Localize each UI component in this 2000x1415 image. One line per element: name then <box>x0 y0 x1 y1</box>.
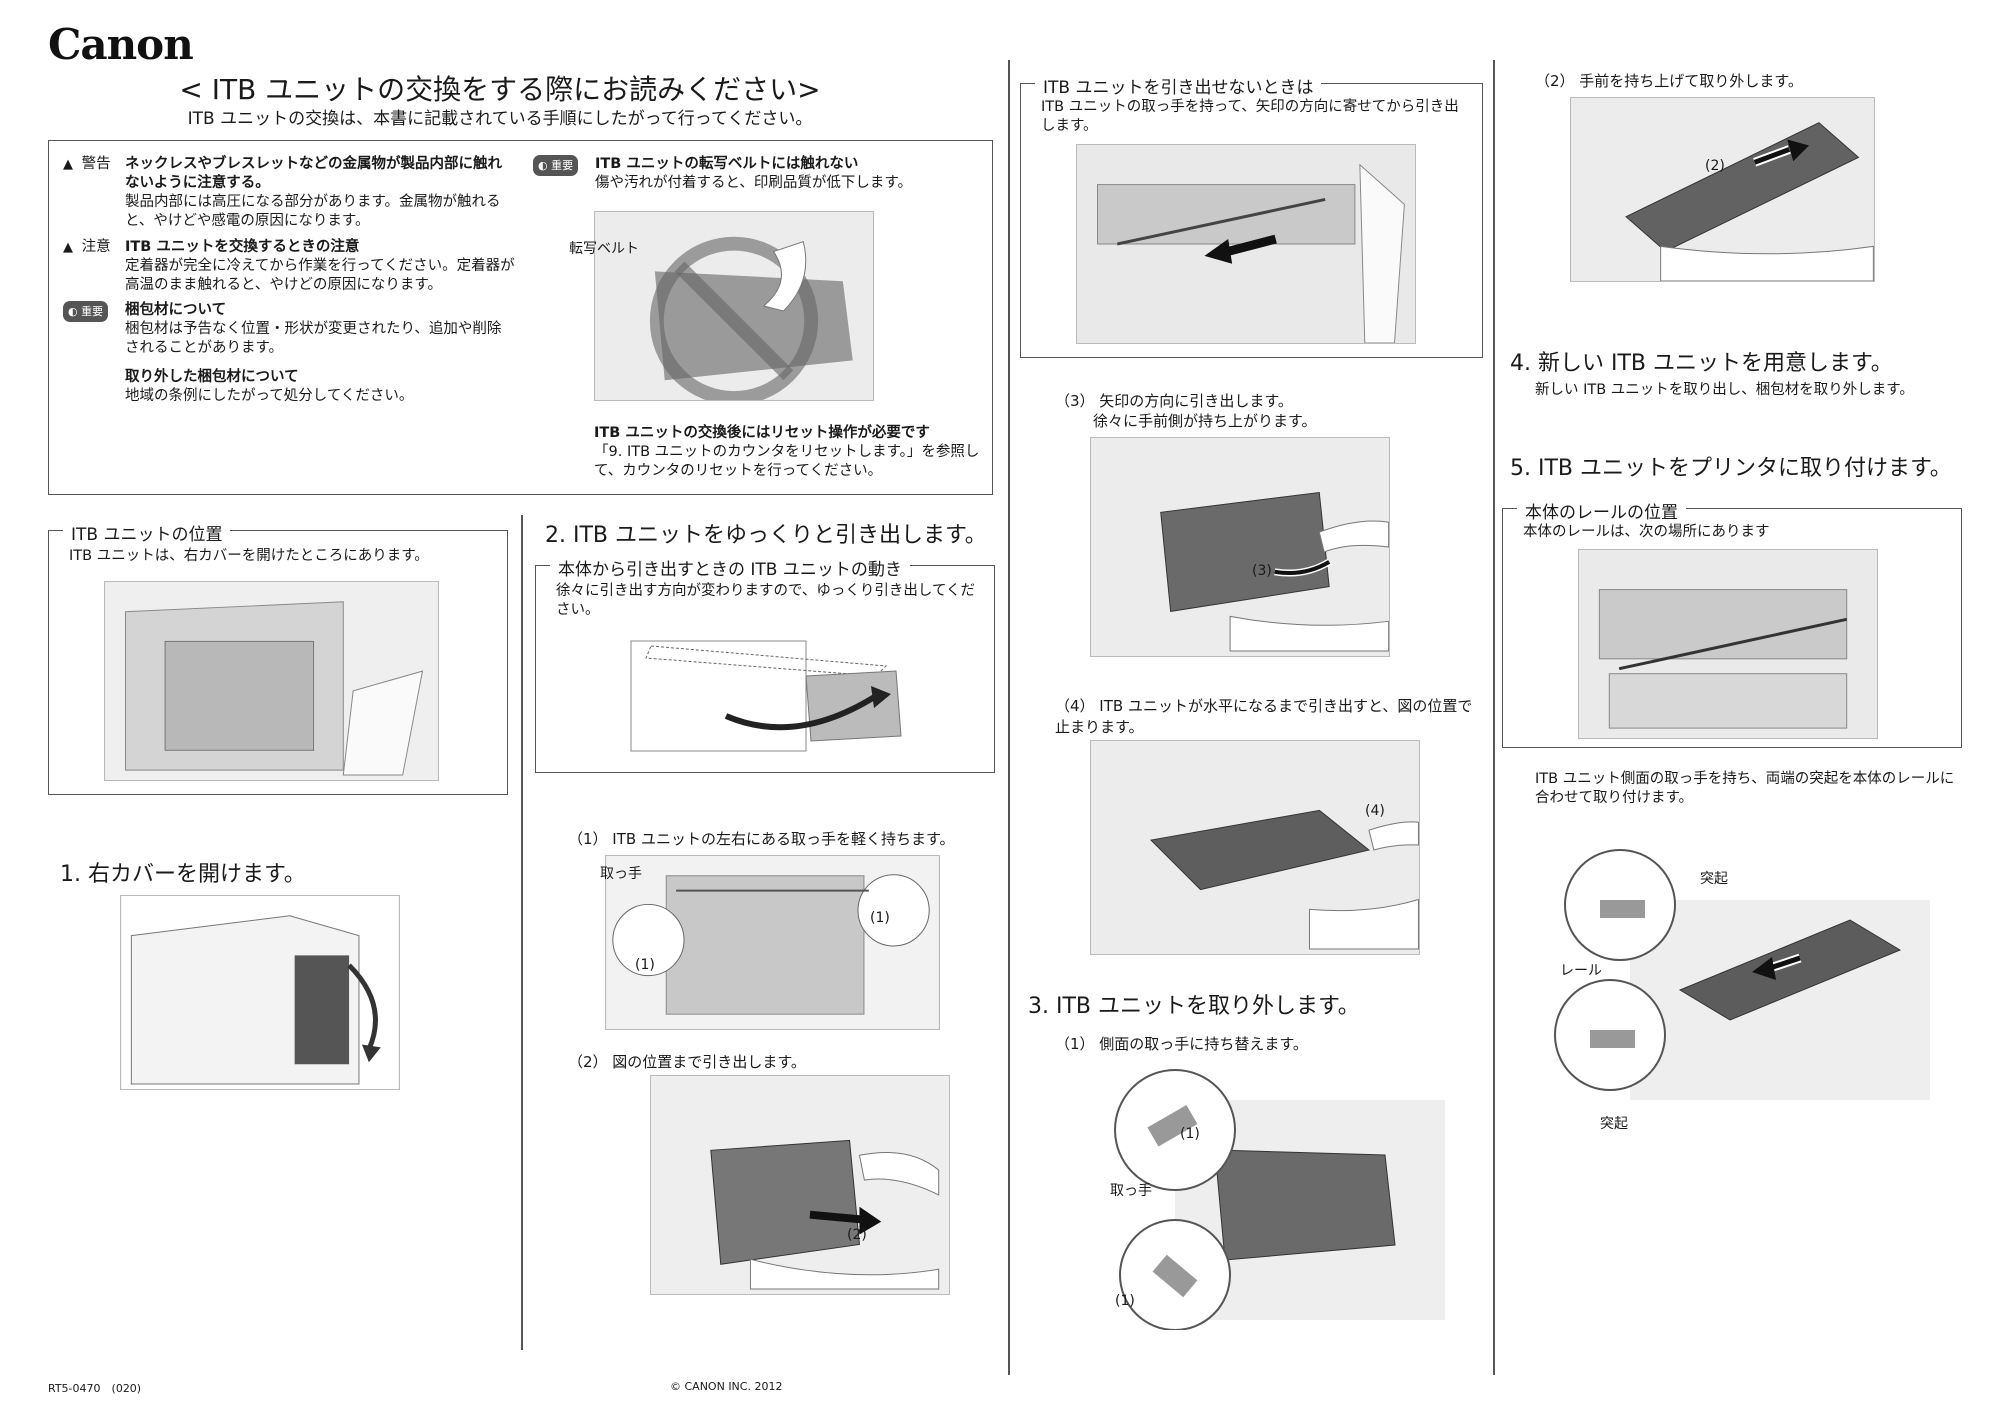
removed-text: 地域の条例にしたがって処分してください。 <box>125 388 414 404</box>
footer-code: RT5-0470 (020) <box>48 1382 142 1395</box>
packing-text: 梱包材は予告なく位置・形状が変更されたり、追加や削除されることがあります。 <box>125 321 502 356</box>
belt-title: ITB ユニットの転写ベルトには触れない <box>595 156 859 172</box>
stuck-box-text: ITB ユニットの取っ手を持って、矢印の方向に寄せてから引き出します。 <box>1041 99 1459 134</box>
location-box: ITB ユニットの位置 ITB ユニットは、右カバーを開けたところにあります。 <box>48 520 508 795</box>
movement-box: 本体から引き出すときの ITB ユニットの動き 徐々に引き出す方向が変わりますの… <box>535 555 995 773</box>
important-badge: ◐ 重要 <box>63 301 109 322</box>
belt-text: 傷や汚れが付着すると、印刷品質が低下します。 <box>595 175 912 191</box>
install-illustration <box>1540 840 1930 1110</box>
movement-box-label: 本体から引き出すときの ITB ユニットの動き <box>550 555 910 580</box>
col3-sub4-number: (4) <box>1365 803 1385 819</box>
movement-diagram <box>626 636 906 756</box>
install-text: ITB ユニット側面の取っ手を持ち、両端の突起を本体のレールに合わせて取り付けま… <box>1535 771 1955 806</box>
caution-title: ITB ユニットを交換するときの注意 <box>125 239 360 255</box>
step3-number-bottom: (1) <box>1115 1293 1135 1309</box>
stuck-illustration <box>1076 144 1416 344</box>
col3-sub3: （3） 矢印の方向に引き出します。 <box>1055 392 1293 410</box>
step3-heading: 3. ITB ユニットを取り外します。 <box>1028 994 1360 1019</box>
side-handle-illustration <box>1095 1060 1455 1330</box>
open-right-cover-illustration <box>120 895 400 1090</box>
step1-heading: 1. 右カバーを開けます。 <box>60 862 306 887</box>
belt-notice: ◐ 重要 ITB ユニットの転写ベルトには触れない 傷や汚れが付着すると、印刷品… <box>533 155 983 191</box>
rail-box-label: 本体のレールの位置 <box>1517 498 1686 523</box>
lift-remove-illustration <box>1570 97 1875 282</box>
location-text: ITB ユニットは、右カバーを開けたところにあります。 <box>69 548 429 564</box>
horizontal-stop-illustration <box>1090 740 1420 955</box>
footer-copyright: © CANON INC. 2012 <box>670 1380 783 1393</box>
col3-sub4: （4） ITB ユニットが水平になるまで引き出すと、図の位置で止まります。 <box>1055 697 1473 736</box>
belt-callout: 転写ベルト <box>569 241 639 257</box>
page-subtitle: ITB ユニットの交換は、本書に記載されている手順にしたがって行ってください。 <box>187 109 813 129</box>
reset-notice: ITB ユニットの交換後にはリセット操作が必要です 「9. ITB ユニットのカ… <box>594 424 984 481</box>
step2-sub1: （1） ITB ユニットの左右にある取っ手を軽く持ちます。 <box>568 830 955 848</box>
stuck-box: ITB ユニットを引き出せないときは ITB ユニットの取っ手を持って、矢印の方… <box>1020 73 1483 358</box>
removed-title: 取り外した梱包材について <box>125 369 299 385</box>
pull-arrow-illustration <box>1090 437 1390 657</box>
protrusion-callout-bottom: 突起 <box>1600 1116 1628 1132</box>
belt-illustration <box>594 211 874 401</box>
caution-icon: ▲ <box>63 240 73 255</box>
reset-text: 「9. ITB ユニットのカウンタをリセットします。」を参照して、カウンタのリセ… <box>594 444 980 479</box>
handle-callout-1: 取っ手 <box>600 866 642 882</box>
protrusion-callout-top: 突起 <box>1700 871 1728 887</box>
notice-box: ▲ 警告 ネックレスやブレスレットなどの金属物が製品内部に触れないように注意する… <box>48 140 993 495</box>
step2-sub2: （2） 図の位置まで引き出します。 <box>568 1053 806 1071</box>
caution-label: 注意 <box>81 239 111 255</box>
warning-notice: ▲ 警告 ネックレスやブレスレットなどの金属物が製品内部に触れないように注意する… <box>63 155 518 229</box>
packing-notice: ◐ 重要 梱包材について 梱包材は予告なく位置・形状が変更されたり、追加や削除さ… <box>63 301 518 404</box>
col3-sub3-number: (3) <box>1252 563 1272 579</box>
step2-sub1-number-right: (1) <box>870 910 890 926</box>
step3-number-top: (1) <box>1180 1126 1200 1142</box>
packing-title: 梱包材について <box>125 302 227 318</box>
printer-open-illustration <box>104 581 439 781</box>
rail-location-illustration <box>1578 549 1878 739</box>
step2-sub1-number-left: (1) <box>635 957 655 973</box>
page-title: < ITB ユニットの交換をする際にお読みください> <box>179 73 821 106</box>
warning-text: 製品内部には高圧になる部分があります。金属物が触れると、やけどや感電の原因になり… <box>125 194 501 229</box>
rail-callout: レール <box>1560 963 1602 979</box>
step4-heading: 4. 新しい ITB ユニットを用意します。 <box>1510 351 1893 376</box>
hold-handles-illustration <box>605 855 940 1030</box>
col4-sub2: （2） 手前を持ち上げて取り外します。 <box>1535 72 1803 90</box>
step2-sub2-number: (2) <box>847 1227 867 1243</box>
important-badge-2: ◐ 重要 <box>533 155 579 176</box>
step4-text: 新しい ITB ユニットを取り出し、梱包材を取り外します。 <box>1535 382 1914 398</box>
warning-title: ネックレスやブレスレットなどの金属物が製品内部に触れないように注意する。 <box>125 156 502 191</box>
col4-sub2-number: (2) <box>1705 158 1725 174</box>
caution-notice: ▲ 注意 ITB ユニットを交換するときの注意 定着器が完全に冷えてから作業を行… <box>63 238 518 293</box>
reset-title: ITB ユニットの交換後にはリセット操作が必要です <box>594 425 930 441</box>
col3-sub3b: 徐々に手前側が持ち上がります。 <box>1093 412 1317 430</box>
location-box-label: ITB ユニットの位置 <box>63 520 231 545</box>
warning-icon: ▲ <box>63 157 73 172</box>
movement-box-text: 徐々に引き出す方向が変わりますので、ゆっくり引き出してください。 <box>556 583 976 618</box>
step3-handle-callout: 取っ手 <box>1110 1183 1152 1199</box>
column-divider-1 <box>521 515 523 1350</box>
column-divider-3 <box>1493 60 1495 1375</box>
step3-sub1: （1） 側面の取っ手に持ち替えます。 <box>1055 1035 1308 1053</box>
column-divider-2 <box>1008 60 1010 1375</box>
rail-box: 本体のレールの位置 本体のレールは、次の場所にあります <box>1502 498 1962 748</box>
step2-heading: 2. ITB ユニットをゆっくりと引き出します。 <box>545 523 987 548</box>
rail-box-text: 本体のレールは、次の場所にあります <box>1523 524 1770 540</box>
canon-logo: Canon <box>48 20 194 69</box>
pull-out-illustration <box>650 1075 950 1295</box>
step5-heading: 5. ITB ユニットをプリンタに取り付けます。 <box>1510 456 1952 481</box>
stuck-box-label: ITB ユニットを引き出せないときは <box>1035 73 1322 98</box>
caution-text: 定着器が完全に冷えてから作業を行ってください。定着器が高温のまま触れると、やけど… <box>125 258 515 293</box>
warning-label: 警告 <box>81 156 111 172</box>
